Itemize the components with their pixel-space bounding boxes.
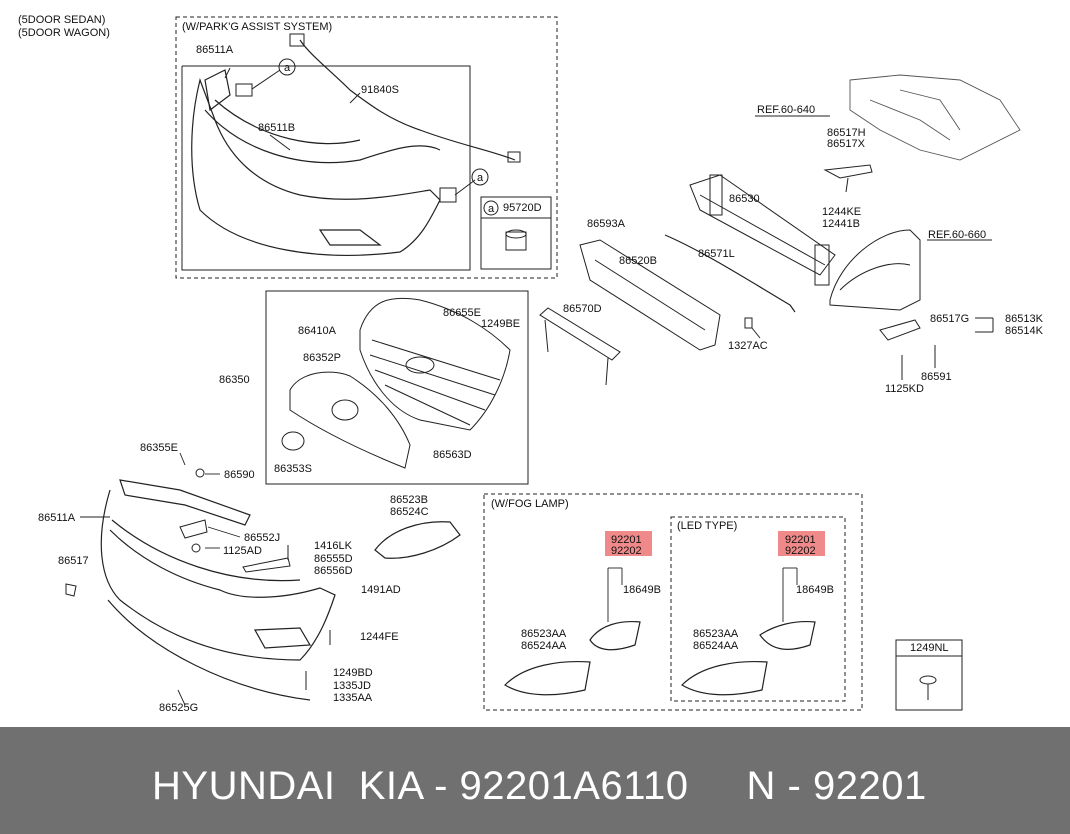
part-18649b-halogen: 18649B: [623, 584, 661, 596]
part-91840s: 91840S: [361, 84, 399, 96]
bolt-box: [895, 639, 963, 711]
emblem: [281, 431, 305, 451]
sensor-box: [480, 196, 552, 270]
fender: [829, 229, 921, 311]
park-assist-box: [175, 16, 558, 279]
part-86523aa-led: 86523AA: [693, 628, 739, 640]
part-86525g: 86525G: [159, 702, 199, 714]
part-92201-halogen: 92201: [611, 534, 642, 546]
footer-bar: [0, 727, 1070, 834]
part-86563d: 86563D: [433, 449, 472, 461]
part-1125ad: 1125AD: [223, 545, 262, 557]
part-86513k: 86513K: [1005, 313, 1043, 325]
parts-diagram: (5DOOR SEDAN) (5DOOR WAGON) (W/PARK'G AS…: [18, 14, 1043, 714]
ref-60-660: REF.60-660: [928, 229, 987, 241]
part-86517x: 86517X: [827, 138, 865, 150]
part-86655e: 86655E: [443, 307, 481, 319]
part-86524aa-halogen: 86524AA: [521, 640, 567, 652]
part-86524c: 86524C: [390, 506, 429, 518]
part-86523aa-halogen: 86523AA: [521, 628, 567, 640]
part-92202-led: 92202: [785, 545, 816, 557]
diagram-artwork: [65, 16, 1021, 711]
screw-icon: [919, 675, 937, 700]
variant-sedan: (5DOOR SEDAN): [18, 14, 106, 26]
bumper-beam: [689, 174, 836, 286]
part-86523b: 86523B: [390, 494, 428, 506]
ref-a-1: a: [284, 62, 291, 74]
part-86352p: 86352P: [303, 352, 341, 364]
part-86520b: 86520B: [619, 255, 657, 267]
part-86353s: 86353S: [274, 463, 312, 475]
part-86511a-top: 86511A: [196, 44, 234, 56]
ref-60-640: REF.60-640: [757, 104, 816, 116]
wiring-harness: [299, 39, 516, 161]
ref-a-3: a: [488, 203, 495, 215]
front-bumper-lower: [100, 479, 336, 701]
part-86591: 86591: [921, 371, 952, 383]
part-86552j: 86552J: [244, 532, 281, 544]
park-assist-label: (W/PARK'G ASSIST SYSTEM): [182, 21, 333, 33]
part-1249be: 1249BE: [481, 318, 521, 330]
part-86511b: 86511B: [258, 122, 296, 134]
part-92201-led: 92201: [785, 534, 816, 546]
part-1327ac: 1327AC: [728, 340, 768, 352]
variant-wagon: (5DOOR WAGON): [18, 27, 110, 39]
part-86555d: 86555D: [314, 553, 353, 565]
radiator-grille: [359, 297, 511, 431]
part-86511a: 86511A: [38, 512, 76, 524]
part-86593a: 86593A: [587, 218, 625, 230]
fog-lamp-label: (W/FOG LAMP): [491, 498, 569, 510]
part-95720d: 95720D: [503, 202, 542, 214]
part-1416lk: 1416LK: [314, 540, 352, 552]
part-18649b-led: 18649B: [796, 584, 834, 596]
part-86556d: 86556D: [314, 565, 353, 577]
part-86570d: 86570D: [563, 303, 602, 315]
fog-lamp-box: [483, 493, 863, 711]
part-86517: 86517: [58, 555, 89, 567]
part-1249nl: 1249NL: [910, 642, 949, 654]
part-86524aa-led: 86524AA: [693, 640, 739, 652]
grille-box: [265, 290, 529, 485]
part-86355e: 86355E: [140, 442, 178, 454]
parking-sensor: [505, 229, 527, 251]
part-1335aa: 1335AA: [333, 692, 373, 704]
part-86514k: 86514K: [1005, 325, 1043, 337]
part-1491ad: 1491AD: [361, 584, 401, 596]
footer-part-number: HYUNDAI KIA - 92201A6110 N - 92201: [152, 764, 927, 808]
absorber-beam: [664, 234, 796, 313]
part-86590: 86590: [224, 469, 255, 481]
bumper-inner-box: [181, 65, 471, 271]
bumper-stay: [539, 307, 621, 386]
fog-bezel: [374, 521, 461, 559]
part-1335jd: 1335JD: [333, 680, 371, 692]
part-12441b: 12441B: [822, 218, 860, 230]
led-type-box: [670, 516, 846, 702]
part-86517g: 86517G: [930, 313, 970, 325]
grille-molding: [289, 371, 411, 469]
part-86410a: 86410A: [298, 325, 336, 337]
fog-lamp-halogen: [504, 620, 641, 696]
part-1244ke: 1244KE: [822, 206, 862, 218]
part-1244fe: 1244FE: [360, 631, 399, 643]
part-86571l: 86571L: [698, 248, 735, 260]
energy-absorber: [579, 239, 721, 351]
part-86350: 86350: [219, 374, 250, 386]
part-1125kd: 1125KD: [885, 383, 924, 395]
led-type-label: (LED TYPE): [677, 520, 738, 532]
highlight-92201-halogen: [605, 531, 652, 556]
part-92202-halogen: 92202: [611, 545, 642, 557]
highlight-92201-led: [778, 531, 825, 556]
body-structure: [849, 74, 1021, 161]
part-1249bd: 1249BD: [333, 667, 373, 679]
fog-lamp-led: [681, 620, 816, 696]
part-86517h: 86517H: [827, 127, 866, 139]
ref-a-2: a: [477, 172, 484, 184]
part-86530: 86530: [729, 193, 760, 205]
front-bumper-upper: [191, 69, 441, 256]
